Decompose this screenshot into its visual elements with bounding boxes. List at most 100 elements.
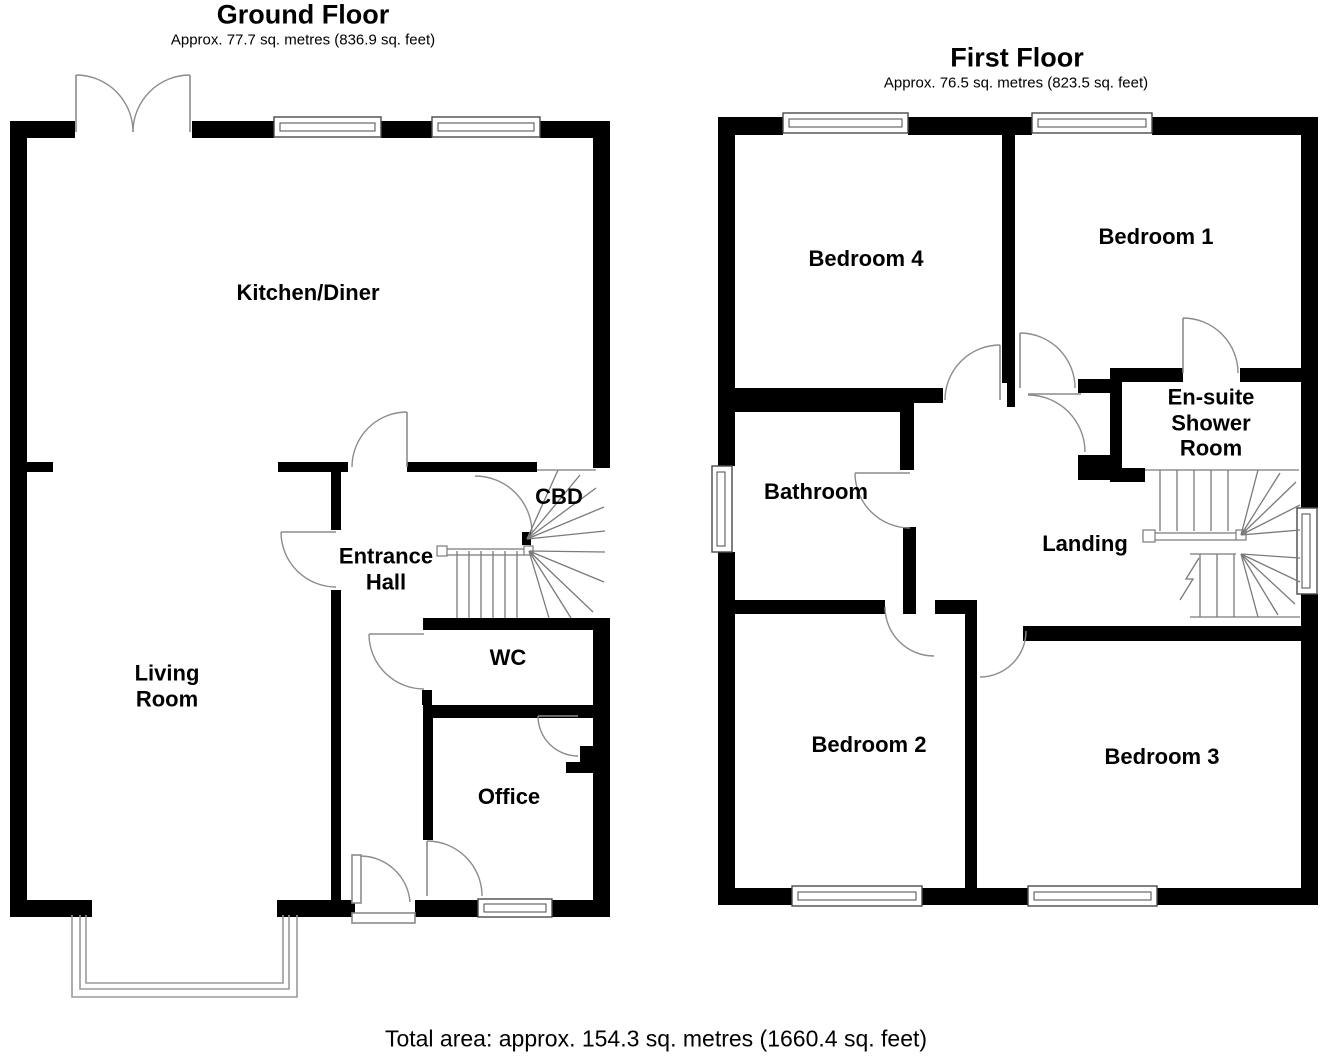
ground-floor-area: Approx. 77.7 sq. metres (836.9 sq. feet) <box>170 31 436 49</box>
bedroom2-window <box>791 885 923 907</box>
wall <box>1110 368 1183 382</box>
front-door <box>351 854 416 924</box>
wall <box>277 900 355 917</box>
wall <box>415 900 478 917</box>
first-floor-interior-walls <box>728 135 1305 903</box>
first-floor-exterior-walls <box>718 117 1318 905</box>
first-floor-area: Approx. 76.5 sq. metres (823.5 sq. feet) <box>883 74 1149 92</box>
bedroom1-window <box>1031 112 1153 134</box>
office-door <box>426 840 483 897</box>
bathroom-window <box>711 465 733 553</box>
wall <box>728 600 885 614</box>
room-label-office: Office <box>477 784 541 810</box>
room-label-bedroom-3: Bedroom 3 <box>1104 744 1220 770</box>
wall <box>540 121 610 138</box>
ground-floor-staircase <box>436 469 606 619</box>
bathroom-door <box>854 472 911 529</box>
wall <box>965 600 977 903</box>
wall <box>1301 594 1318 905</box>
wall <box>423 618 593 630</box>
room-label-wc: WC <box>489 645 527 671</box>
bedroom3-door <box>979 630 1027 678</box>
wall <box>10 121 75 138</box>
room-label-bedroom-1: Bedroom 1 <box>1098 224 1214 250</box>
landing-window <box>1296 507 1318 595</box>
wall <box>728 398 910 412</box>
bedroom3-window <box>1027 885 1158 907</box>
kitchen-hall-door <box>351 411 408 468</box>
bedroom2-door <box>884 606 935 657</box>
living-room-door <box>280 531 337 588</box>
room-label-ensuite: En-suite Shower Room <box>1167 384 1255 461</box>
room-label-bedroom-4: Bedroom 4 <box>808 246 924 272</box>
ground-floor-title: Ground Floor <box>216 0 390 30</box>
ground-floor-exterior-walls <box>10 121 610 917</box>
living-room-bay-window <box>71 915 298 998</box>
wall <box>407 462 537 472</box>
first-floor-plan <box>711 112 1318 907</box>
wall <box>192 121 274 138</box>
stair-newel-post <box>436 545 448 557</box>
stair-winders <box>526 469 606 619</box>
wall <box>908 117 1032 135</box>
wall <box>900 398 914 470</box>
wall <box>593 121 610 468</box>
ensuite-door <box>1182 317 1239 374</box>
bedroom4-window <box>782 112 909 134</box>
kitchen-window-left <box>273 116 382 138</box>
wall <box>278 462 348 472</box>
stair-newel-post <box>1142 529 1156 543</box>
stairs-direction-arrow-icon <box>1179 557 1200 601</box>
wall <box>381 121 432 138</box>
office-cupboard-door <box>537 715 579 757</box>
room-label-bathroom: Bathroom <box>764 479 868 505</box>
wall <box>423 705 610 718</box>
kitchen-window-right <box>431 116 541 138</box>
ground-floor-windows <box>71 116 553 998</box>
ground-floor-doors <box>75 74 579 924</box>
wall <box>903 527 916 614</box>
wall <box>552 900 610 917</box>
bedroom4-door <box>944 344 1001 401</box>
wall <box>10 900 92 917</box>
wall <box>718 117 735 466</box>
wc-door <box>368 633 425 690</box>
wall <box>422 690 432 705</box>
wall <box>10 462 53 472</box>
wall <box>1152 117 1318 135</box>
room-label-entrance-hall: Entrance Hall <box>338 543 434 594</box>
wall <box>423 718 433 840</box>
room-label-living-room: Living Room <box>134 660 200 711</box>
wall <box>10 121 27 917</box>
room-label-landing: Landing <box>1042 531 1128 557</box>
total-area-label: Total area: approx. 154.3 sq. metres (16… <box>384 1025 928 1052</box>
first-floor-title: First Floor <box>950 42 1084 73</box>
wall <box>1110 382 1122 482</box>
wall <box>566 762 593 773</box>
wall <box>718 117 783 135</box>
wall <box>1078 379 1118 393</box>
wall <box>1301 117 1318 508</box>
first-floor-staircase <box>1142 469 1301 618</box>
wall <box>718 888 792 905</box>
stair-winders <box>1240 469 1301 618</box>
wall <box>1023 626 1301 641</box>
landing-cupboard-door <box>1027 393 1086 453</box>
wall <box>1240 368 1305 382</box>
first-floor-windows <box>711 112 1318 907</box>
wall <box>331 590 341 902</box>
wall <box>1122 468 1145 482</box>
ground-floor-plan <box>10 74 610 998</box>
room-label-bedroom-2: Bedroom 2 <box>811 732 927 758</box>
wall <box>1078 455 1110 480</box>
ground-floor-interior-walls <box>10 462 610 902</box>
wall <box>718 552 735 905</box>
wall <box>522 532 531 545</box>
bedroom1-door <box>1019 332 1076 389</box>
wall <box>1002 135 1015 383</box>
room-label-kitchen-diner: Kitchen/Diner <box>236 280 380 306</box>
room-label-cbd: CBD <box>535 484 583 510</box>
wall <box>1007 383 1015 407</box>
